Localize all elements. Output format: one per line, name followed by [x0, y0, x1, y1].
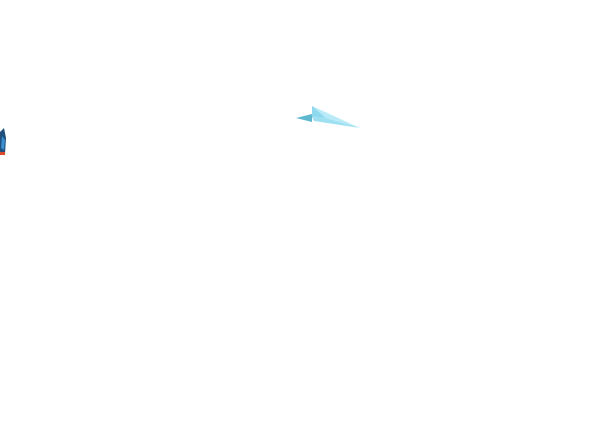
partial-figure-icon [0, 128, 6, 155]
paper-plane-icon [296, 106, 360, 128]
